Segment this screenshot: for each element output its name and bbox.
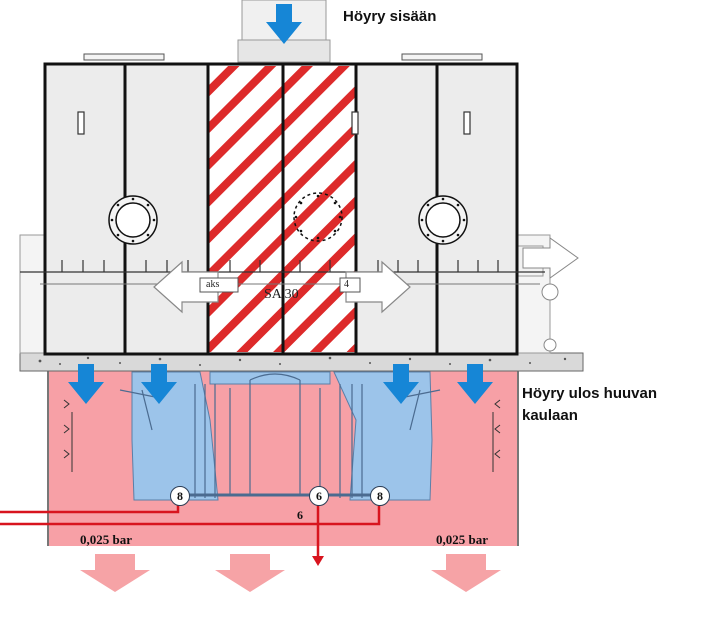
bearing-wheel-2 <box>543 338 557 352</box>
flange-right <box>418 195 468 245</box>
shaft-label: SA 30 <box>264 287 299 302</box>
foundation-speckles <box>38 356 567 366</box>
steam-out-label: Höyry ulos huuvan kaulaan <box>522 383 657 427</box>
manhole-lids <box>83 53 483 61</box>
flow-arrow-left <box>153 260 219 314</box>
shaft-studs <box>61 260 499 272</box>
foundation-slab <box>19 352 584 372</box>
bearing-wheel <box>541 283 559 301</box>
extraction-pipes <box>0 503 381 560</box>
flange-bolts <box>110 194 466 243</box>
outlet-arrow-icons <box>68 364 493 404</box>
pipe-arrow-head <box>312 556 324 566</box>
extraction-bubble-middle: 6 <box>309 486 329 506</box>
exhaust-hood <box>48 368 518 546</box>
pressure-label-left: 0,025 bar <box>80 532 132 547</box>
flow-arrows-down <box>80 554 501 592</box>
flange-middle <box>293 192 343 242</box>
bearing-label-right: 4 <box>344 279 349 290</box>
inlet-arrow-icon <box>266 4 302 44</box>
shaft-end-arrow <box>522 237 579 279</box>
hood-ticks <box>63 399 501 472</box>
steam-out-label-line1: Höyry ulos huuvan <box>522 385 658 402</box>
shaft-label-box-right <box>339 277 361 293</box>
blade-region <box>131 371 433 501</box>
steam-out-label-line2: kaulaan <box>522 407 578 424</box>
bearing-label-left: aks <box>206 279 220 290</box>
steam-in-label: Höyry sisään <box>343 8 437 25</box>
connection-number-label: 6 <box>297 508 303 522</box>
casing-slots <box>77 111 471 135</box>
flange-left <box>108 195 158 245</box>
inner-structure <box>119 373 441 498</box>
extraction-bubble-left: 8 <box>170 486 190 506</box>
flow-arrow-right <box>345 260 411 314</box>
pressure-label-right: 0,025 bar <box>436 532 488 547</box>
shaft-label-box-left <box>199 277 239 293</box>
extraction-bubble-right: 8 <box>370 486 390 506</box>
